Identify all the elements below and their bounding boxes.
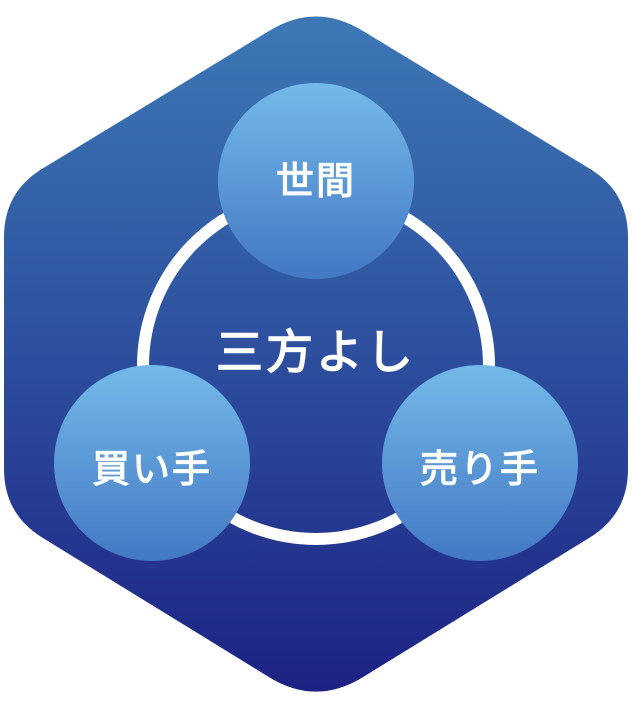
node-seken-circle [218, 83, 414, 279]
node-kaite-circle [54, 365, 250, 561]
node-urite-circle [382, 365, 578, 561]
node-urite-label: 売り手 [420, 447, 540, 491]
node-seken-label: 世間 [276, 159, 356, 203]
diagram-title: 三方よし [216, 326, 416, 381]
node-kaite-label: 買い手 [92, 447, 212, 491]
